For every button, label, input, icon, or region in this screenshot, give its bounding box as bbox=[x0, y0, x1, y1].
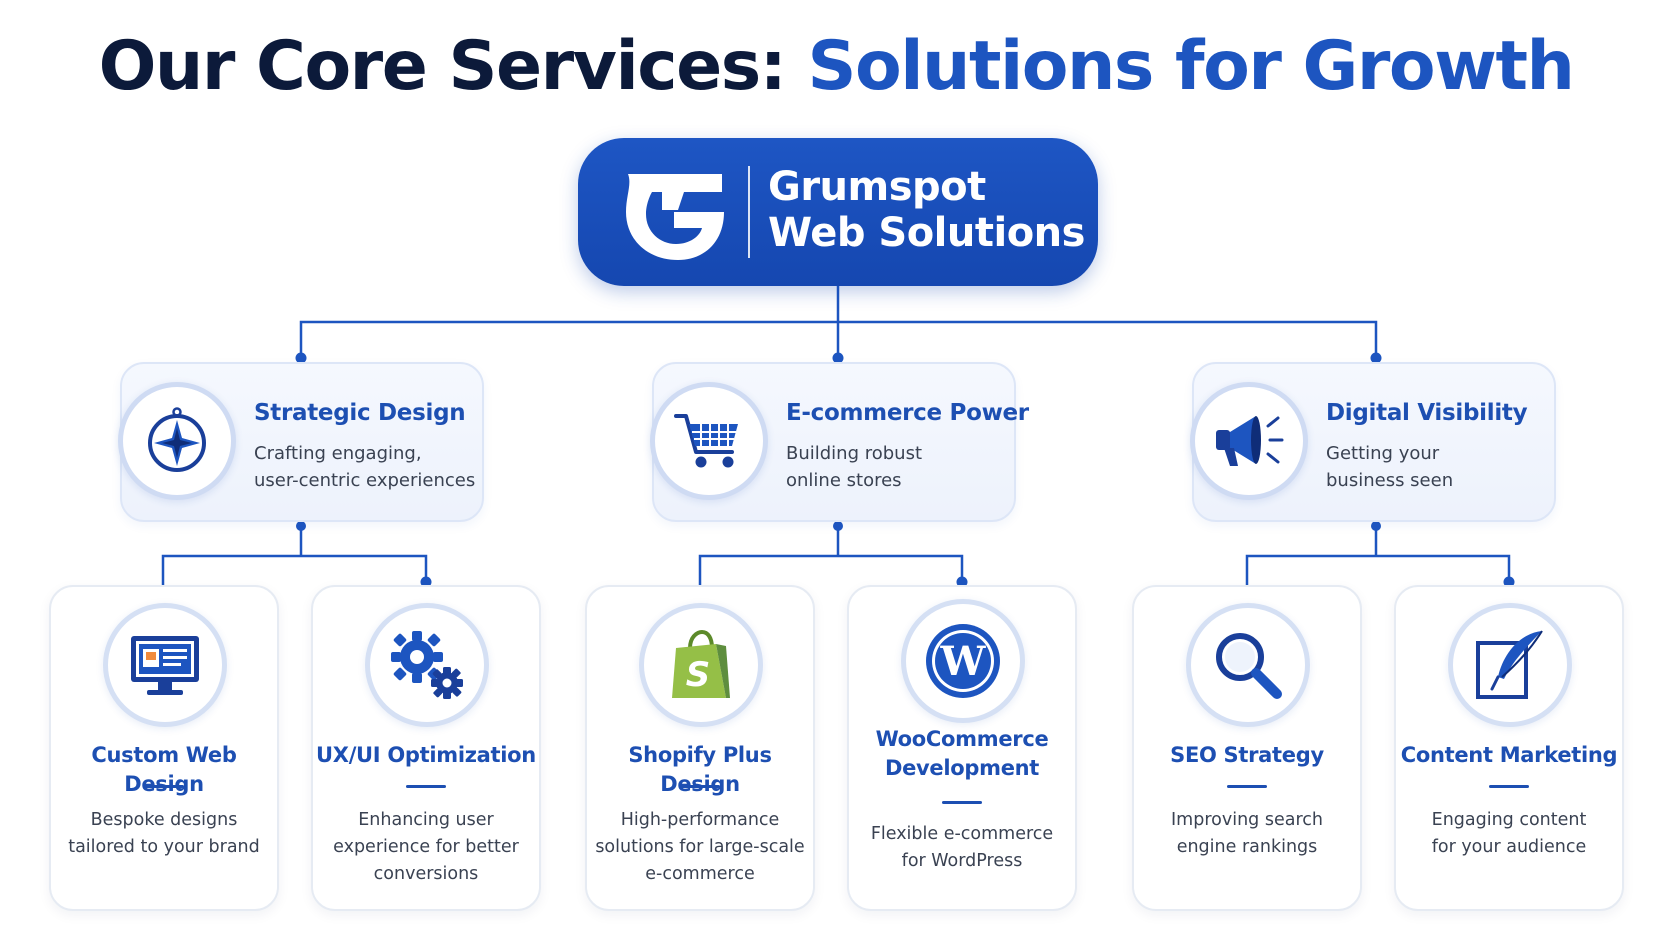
service-description: High-performance solutions for large-sca… bbox=[595, 807, 805, 888]
service-desc-line: tailored to your brand bbox=[68, 837, 260, 857]
category-description: Crafting engaging, user-centric experien… bbox=[254, 440, 484, 494]
title-underline bbox=[680, 785, 720, 788]
shopify-bag-icon: S bbox=[672, 629, 730, 698]
title-underline bbox=[942, 801, 982, 804]
company-name-line2: Web Solutions bbox=[768, 210, 1085, 256]
category-icon-circle bbox=[1190, 382, 1308, 500]
service-desc-line: experience for better bbox=[333, 837, 519, 857]
monitor-icon bbox=[131, 636, 199, 695]
category-digital-visibility: Digital Visibility Getting your business… bbox=[1190, 362, 1556, 522]
service-desc-line: solutions for large-scale bbox=[595, 837, 805, 857]
service-icon-circle bbox=[1186, 603, 1310, 727]
service-desc-line: Enhancing user bbox=[358, 810, 494, 830]
service-title: WooCommerce Development bbox=[849, 725, 1075, 783]
category-description: Building robust online stores bbox=[786, 440, 1016, 494]
svg-text:S: S bbox=[686, 655, 711, 695]
category-icon-circle bbox=[118, 382, 236, 500]
service-custom-web-design: Custom Web Design Bespoke designs tailor… bbox=[49, 585, 279, 911]
category-title: Digital Visibility bbox=[1326, 400, 1528, 426]
service-icon-circle bbox=[365, 603, 489, 727]
category-title: E-commerce Power bbox=[786, 400, 1029, 426]
service-ux-ui-optimization: UX/UI Optimization Enhancing user experi… bbox=[311, 585, 541, 911]
service-title: SEO Strategy bbox=[1170, 743, 1324, 767]
service-title: Shopify Plus Design bbox=[628, 743, 772, 796]
service-title-line: WooCommerce bbox=[875, 727, 1049, 751]
service-desc-line: engine rankings bbox=[1176, 837, 1318, 857]
category-desc-line: user-centric experiences bbox=[254, 470, 476, 491]
category-ecommerce-power: E-commerce Power Building robust online … bbox=[650, 362, 1029, 522]
shopping-cart-icon bbox=[674, 414, 738, 468]
service-title: Custom Web Design bbox=[91, 743, 237, 796]
logo-divider bbox=[748, 166, 750, 258]
company-node: Grumspot Web Solutions bbox=[578, 138, 1098, 286]
service-desc-line: High-performance bbox=[620, 810, 780, 830]
service-seo-strategy: SEO Strategy Improving search engine ran… bbox=[1132, 585, 1362, 911]
category-title: Strategic Design bbox=[254, 400, 466, 426]
category-desc-line: Crafting engaging, bbox=[254, 443, 422, 464]
company-name-line1: Grumspot bbox=[768, 164, 986, 210]
title-part2: Solutions for Growth bbox=[807, 27, 1575, 106]
category-icon-circle bbox=[650, 382, 768, 500]
service-icon-circle bbox=[103, 603, 227, 727]
service-desc-line: for your audience bbox=[1431, 837, 1587, 857]
service-description: Bespoke designs tailored to your brand bbox=[59, 807, 269, 861]
service-description: Enhancing user experience for better con… bbox=[321, 807, 531, 888]
service-desc-line: for WordPress bbox=[901, 851, 1023, 871]
title-underline bbox=[1227, 785, 1267, 788]
quill-icon bbox=[1476, 630, 1543, 699]
category-strategic-design: Strategic Design Crafting engaging, user… bbox=[118, 362, 484, 522]
magnifier-icon bbox=[1216, 633, 1282, 699]
gears-icon bbox=[391, 631, 463, 699]
service-desc-line: Improving search bbox=[1171, 810, 1323, 830]
title-underline bbox=[1489, 785, 1529, 788]
service-content-marketing: Content Marketing Engaging content for y… bbox=[1394, 585, 1624, 911]
service-title: Content Marketing bbox=[1400, 743, 1618, 767]
service-icon-circle bbox=[1448, 603, 1572, 727]
service-title-line: Development bbox=[884, 756, 1040, 780]
category-desc-line: online stores bbox=[786, 470, 902, 491]
title-underline bbox=[406, 785, 446, 788]
service-description: Engaging content for your audience bbox=[1404, 807, 1614, 861]
category-description: Getting your business seen bbox=[1326, 440, 1556, 494]
service-desc-line: Bespoke designs bbox=[90, 810, 238, 830]
service-desc-line: Flexible e-commerce bbox=[870, 824, 1054, 844]
service-desc-line: conversions bbox=[373, 864, 479, 884]
company-name: Grumspot Web Solutions bbox=[768, 164, 1085, 256]
category-desc-line: business seen bbox=[1326, 470, 1454, 491]
service-description: Flexible e-commerce for WordPress bbox=[857, 821, 1067, 875]
page-title: Our Core Services: Solutions for Growth bbox=[0, 22, 1672, 112]
compass-icon bbox=[148, 407, 206, 472]
wordpress-icon: W bbox=[926, 624, 1000, 698]
service-title: UX/UI Optimization bbox=[316, 743, 536, 767]
title-underline bbox=[144, 785, 184, 788]
service-shopify-plus-design: S Shopify Plus Design High-performance s… bbox=[585, 585, 815, 911]
category-desc-line: Getting your bbox=[1326, 443, 1440, 464]
service-icon-circle: S bbox=[639, 603, 763, 727]
megaphone-icon bbox=[1216, 416, 1284, 466]
service-icon-circle: W bbox=[901, 599, 1025, 723]
service-desc-line: Engaging content bbox=[1431, 810, 1587, 830]
service-desc-line: e-commerce bbox=[645, 864, 755, 884]
title-part1: Our Core Services: bbox=[98, 27, 787, 106]
service-description: Improving search engine rankings bbox=[1142, 807, 1352, 861]
grumspot-logo-icon bbox=[626, 174, 724, 260]
category-desc-line: Building robust bbox=[786, 443, 923, 464]
svg-text:W: W bbox=[940, 638, 987, 685]
service-woocommerce-development: W WooCommerce Development Flexible e-com… bbox=[847, 585, 1077, 911]
